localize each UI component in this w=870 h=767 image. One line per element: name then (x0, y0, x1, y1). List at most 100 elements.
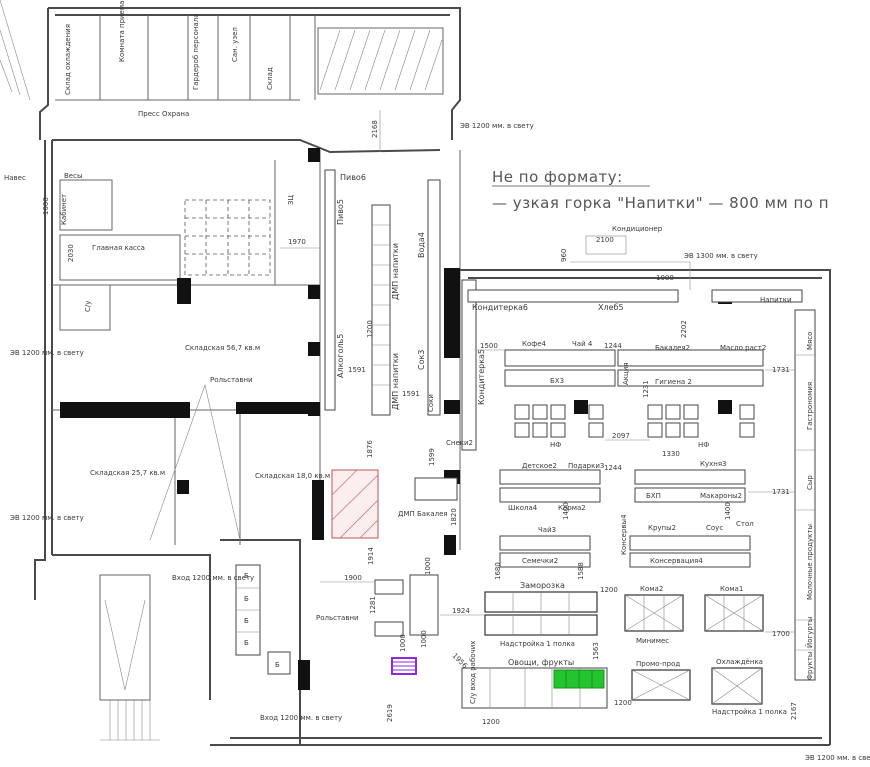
label-bakery2: Бакалея2 (655, 344, 690, 352)
label-store-2: Складская 25,7 кв.м (90, 469, 165, 477)
dim-1400-a: 1400 (562, 502, 570, 520)
dim-1731-b: 1731 (772, 488, 790, 496)
notice-line-2: — узкая горка "Напитки" — 800 мм по п (492, 194, 829, 212)
label-security: Охрана (162, 110, 189, 118)
label-b-2: Б (244, 595, 249, 603)
label-scales: Весы (64, 172, 82, 180)
label-beer6: Пиво6 (340, 173, 366, 182)
label-roller-2: Рольставни (316, 614, 359, 622)
label-action: Акция (622, 362, 630, 385)
label-store-3: Складская 18,0 кв.м (255, 472, 330, 480)
label-bread5: Хлеб5 (598, 303, 624, 312)
dim-1000-e: 1000 (420, 630, 428, 648)
label-promo: Промо-прод (636, 660, 680, 668)
equipment-labels: Пиво6 Пиво5 Алкоголь5 ДМП напитки ДМП на… (10, 122, 870, 762)
label-freeze: Заморозка (520, 581, 565, 590)
label-hygiene2: Гигиена 2 (655, 378, 692, 386)
label-dmp-bakery: ДМП Бакалея (398, 510, 448, 518)
label-canopy: Навес (4, 174, 26, 182)
label-staff-room: Комната приема пищи (118, 0, 126, 62)
label-zc: ЗЦ (287, 195, 295, 205)
dim-2167: 2167 (790, 702, 798, 720)
dim-1731-a: 1731 (772, 366, 790, 374)
dim-2619: 2619 (386, 704, 394, 722)
dim-2202: 2202 (680, 320, 688, 338)
dim-1900: 1900 (344, 574, 362, 582)
label-cold1: Кома1 (720, 585, 743, 593)
label-kitchen3: Кухня3 (700, 460, 727, 468)
dim-1244-b: 1244 (604, 464, 622, 472)
label-sweets2: Корма2 (558, 504, 586, 512)
label-gastro: Гастрономия (806, 382, 814, 430)
label-dairy: Охлаждёнка (716, 658, 763, 666)
label-office: Кабинет (60, 194, 68, 225)
label-bhp: БХП (646, 492, 661, 500)
dim-1200-d: 1200 (614, 699, 632, 707)
dim-1330: 1330 (662, 450, 680, 458)
label-tea: Чай 4 (572, 340, 593, 348)
dim-1244-a: 1244 (604, 342, 622, 350)
label-cashier: Главная касса (92, 244, 145, 252)
label-dairy-prod: Молочные продукты (806, 524, 814, 600)
dim-2168: 2168 (371, 120, 379, 138)
label-lift: Склад (266, 67, 274, 90)
label-coffee: Кофе4 (522, 340, 547, 348)
label-roller-1: Рольставни (210, 376, 253, 384)
hatched-room (317, 27, 444, 95)
dim-1820: 1820 (450, 508, 458, 526)
label-toilet-left: Сан. узел (231, 27, 239, 62)
dim-1588: 1588 (577, 562, 585, 580)
dim-2030: 2030 (67, 244, 75, 262)
label-b-3: Б (244, 617, 249, 625)
storage-grid (184, 199, 271, 276)
room-labels: Комната приема пищи Склад охлаждения Гар… (4, 0, 330, 480)
label-meat: Мясо (806, 332, 814, 350)
label-gifts3: Подарки3 (568, 462, 604, 470)
label-children2: Детское2 (522, 462, 557, 470)
dim-1200-c: 1200 (482, 718, 500, 726)
dim-1200-b: 1200 (600, 586, 618, 594)
label-canned-r: Консервация4 (650, 557, 703, 565)
label-b-5: Б (275, 661, 280, 669)
notice-line-1: Не по формату: (492, 168, 623, 186)
label-beer5: Пиво5 (336, 199, 345, 225)
label-dairy-top: Надстройка 1 полка (712, 708, 787, 716)
dim-2100: 2100 (596, 236, 614, 244)
label-b-4: Б (244, 639, 249, 647)
label-exit-2: ЭВ 1300 мм. в свету (684, 252, 758, 260)
roller-shutter-lines (149, 383, 241, 541)
label-table: Стол (736, 520, 754, 528)
label-wc: С/у (84, 301, 92, 312)
dim-1231: 1231 (642, 380, 650, 398)
label-freeze-top: Надстройка 1 полка (500, 640, 575, 648)
dim-1200-a: 1200 (366, 320, 374, 338)
dim-1970: 1970 (288, 238, 306, 246)
dim-1000-d: 1000 (656, 274, 674, 282)
label-store-1: Складская 56,7 кв.м (185, 344, 260, 352)
dim-1281: 1281 (369, 596, 377, 614)
label-nf-2: НФ (698, 441, 709, 449)
dim-1000-b: 1000 (424, 557, 432, 575)
label-confect6: Кондитерка6 (472, 303, 528, 312)
dim-1591-a: 1591 (348, 366, 366, 374)
label-seeds2: Семечки2 (522, 557, 558, 565)
label-entrance-note: С/у вход рабочих (469, 641, 477, 704)
label-vegetables: Овощи, фрукты (508, 658, 574, 667)
dim-1000-c: 1000 (399, 634, 407, 652)
dim-1876: 1876 (366, 440, 374, 458)
dim-1680: 1680 (494, 562, 502, 580)
label-nf-1: НФ (550, 441, 561, 449)
label-exit-4: ЭВ 1200 мм. в свету (10, 514, 84, 522)
label-entry-2: Вход 1200 мм. в свету (260, 714, 342, 722)
dim-1700: 1700 (772, 630, 790, 638)
label-b-1: Б (244, 572, 249, 580)
label-minimes: Минимес (636, 637, 669, 645)
label-yogurt: Йогурты (805, 617, 814, 648)
label-sauce: Соус (706, 524, 723, 532)
label-juice3: Сок3 (417, 350, 426, 370)
label-exit-1: ЭВ 1200 мм. в свету (460, 122, 534, 130)
label-wardrobe: Гардероб персонала (192, 13, 200, 90)
label-conditioner: Кондиционер (612, 225, 663, 233)
label-exit-3: ЭВ 1200 мм. в свету (10, 349, 84, 357)
